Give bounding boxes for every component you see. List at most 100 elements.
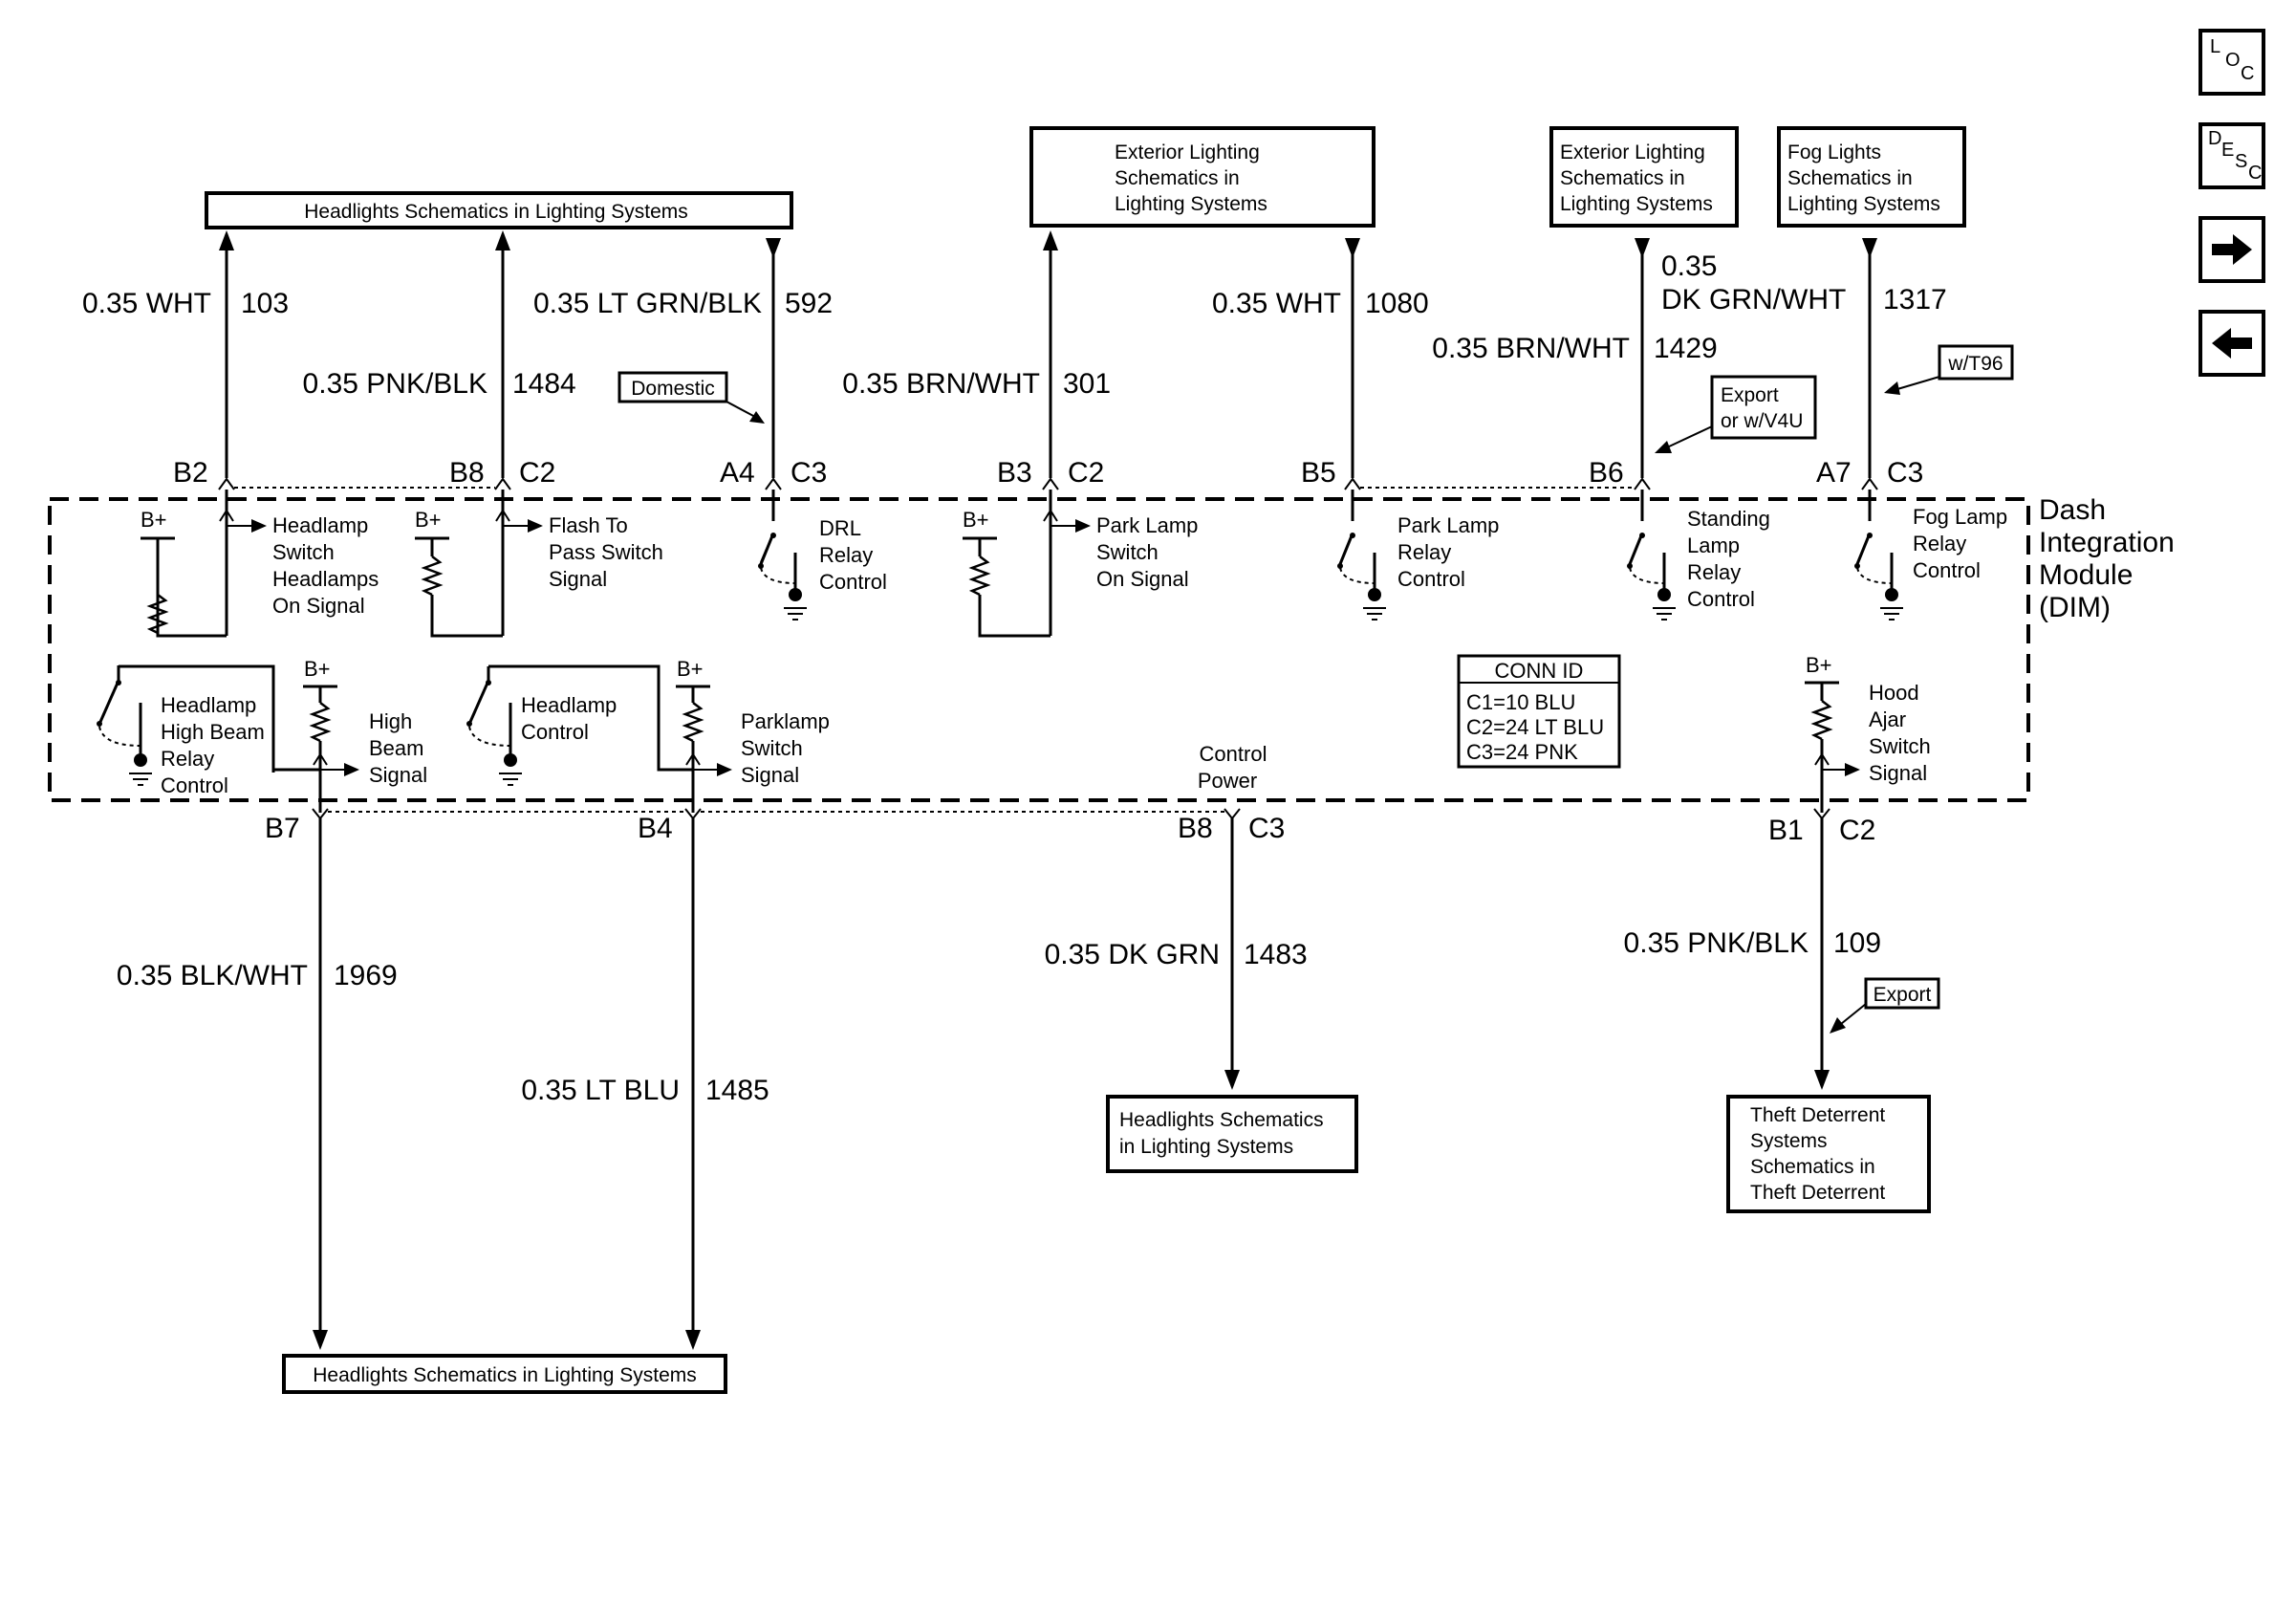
dest-text: Systems <box>1750 1130 1828 1152</box>
pin-a7: A7 <box>1816 457 1852 489</box>
func-text: Lamp <box>1687 533 1740 557</box>
wire-1429-circuit: 1429 <box>1654 333 1718 364</box>
pin-b5: B5 <box>1301 457 1336 489</box>
pin-c2-a: C2 <box>519 457 555 489</box>
dest-text: in Lighting Systems <box>1119 1136 1293 1158</box>
dest-headlights-bottom-mid[interactable]: Headlights Schematics in Lighting System… <box>1106 1095 1358 1173</box>
loc-letter-c: C <box>2241 63 2255 84</box>
dest-text: Exterior Lighting <box>1115 142 1260 163</box>
pin-b1: B1 <box>1768 815 1804 846</box>
next-button[interactable] <box>2199 216 2265 283</box>
loc-button[interactable]: L O C <box>2199 29 2265 96</box>
wire-1317-circuit: 1317 <box>1883 284 1947 316</box>
circuit-drl-relay: DRL Relay Control <box>758 490 887 620</box>
prev-button[interactable] <box>2199 310 2265 377</box>
dest-headlights-bottom-left[interactable]: Headlights Schematics in Lighting System… <box>282 1354 727 1394</box>
arrow-right-icon <box>2202 220 2262 279</box>
pin-c2-c: C2 <box>1839 815 1875 846</box>
func-text: Headlamps <box>272 567 379 591</box>
dest-headlights-top[interactable]: Headlights Schematics in Lighting System… <box>205 191 793 229</box>
pin-b7: B7 <box>265 813 300 844</box>
func-text: Control <box>819 570 887 594</box>
pin-c2-b: C2 <box>1068 457 1104 489</box>
desc-letter-c: C <box>2248 163 2263 184</box>
note-export: Export <box>1830 977 1940 1034</box>
pin-b8-top: B8 <box>449 457 485 489</box>
conn-id-line: C1=10 BLU <box>1466 690 1575 714</box>
dest-text: Lighting Systems <box>1787 193 1940 215</box>
wire-103-color: 0.35 WHT <box>82 288 211 319</box>
func-text: Switch <box>272 540 335 564</box>
func-text: Signal <box>549 567 607 591</box>
b-plus-label: B+ <box>677 657 704 681</box>
dest-text: Schematics in <box>1787 167 1913 189</box>
func-text: Headlamp <box>521 693 617 717</box>
conn-id-table: CONN ID C1=10 BLU C2=24 LT BLU C3=24 PNK <box>1457 654 1621 769</box>
wire-301-color: 0.35 BRN/WHT <box>842 368 1040 400</box>
b-plus-label: B+ <box>141 508 167 532</box>
module-name-line4: (DIM) <box>2039 592 2111 623</box>
func-text: Switch <box>741 736 803 760</box>
circuit-park-lamp-relay: Park Lamp Relay Control <box>1337 490 1499 620</box>
dest-exterior-lighting-2[interactable]: Exterior Lighting Schematics in Lighting… <box>1549 126 1739 228</box>
dest-exterior-lighting-1[interactable]: Exterior Lighting Schematics in Lighting… <box>1029 126 1375 228</box>
wire-1969-color: 0.35 BLK/WHT <box>117 960 308 991</box>
func-text: Parklamp <box>741 709 830 733</box>
circuit-park-lamp-switch: B+ Park Lamp Switch On Signal <box>963 490 1198 638</box>
circuit-fog-lamp-relay: Fog Lamp Relay Control <box>1854 490 2007 620</box>
b-plus-label: B+ <box>963 508 989 532</box>
pin-a4: A4 <box>720 457 755 489</box>
func-text: Power <box>1198 769 1257 793</box>
func-text: Relay <box>1913 532 1966 555</box>
func-text: Beam <box>369 736 423 760</box>
note-export-v4u: Export or w/V4U <box>1655 375 1817 453</box>
conn-id-title: CONN ID <box>1495 659 1584 683</box>
note-domestic: Domestic <box>617 371 765 424</box>
dest-text: Fog Lights <box>1787 142 1881 163</box>
dest-theft-deterrent[interactable]: Theft Deterrent Systems Schematics in Th… <box>1726 1095 1931 1213</box>
dest-text: Schematics in <box>1750 1156 1875 1178</box>
func-text: Control <box>161 773 228 797</box>
pin-b4: B4 <box>638 813 673 844</box>
wire-highbeam-link <box>119 664 275 712</box>
func-text: On Signal <box>1096 567 1189 591</box>
wire-1484-color: 0.35 PNK/BLK <box>303 368 487 400</box>
loc-letter-l: L <box>2210 36 2221 57</box>
func-text: Switch <box>1869 734 1931 758</box>
func-text: Control <box>1687 587 1755 611</box>
wire-592-color: 0.35 LT GRN/BLK <box>533 288 762 319</box>
func-text: Relay <box>1687 560 1741 584</box>
dest-text: Lighting Systems <box>1560 193 1713 215</box>
arrow-left-icon <box>2202 314 2262 373</box>
func-text: Hood <box>1869 681 1919 705</box>
wire-1485-circuit: 1485 <box>705 1075 769 1106</box>
func-text: Control <box>521 720 589 744</box>
circuit-parklamp-switch-signal: B+ Parklamp Switch Signal <box>676 657 830 813</box>
wire-1429-color: 0.35 BRN/WHT <box>1432 333 1630 364</box>
func-text: Headlamp <box>161 693 256 717</box>
dest-text: Theft Deterrent <box>1750 1104 1885 1126</box>
dest-text: Schematics in <box>1560 167 1685 189</box>
pin-c3-b: C3 <box>1887 457 1923 489</box>
pin-b6: B6 <box>1589 457 1624 489</box>
pin-b8-bottom: B8 <box>1178 813 1213 844</box>
func-text: Pass Switch <box>549 540 663 564</box>
note-text: Export <box>1874 984 1932 1006</box>
wire-1969-circuit: 1969 <box>334 960 398 991</box>
circuit-hood-ajar-switch: B+ Hood Ajar Switch Signal <box>1805 653 1931 813</box>
func-text: Ajar <box>1869 708 1906 731</box>
wire-109-color: 0.35 PNK/BLK <box>1624 927 1809 959</box>
func-text: Control <box>1913 558 1981 582</box>
circuit-headlamp-high-beam-relay: Headlamp High Beam Relay Control <box>97 665 275 797</box>
wire-592-circuit: 592 <box>785 288 833 319</box>
note-text: w/T96 <box>1947 353 2003 375</box>
dest-text: Headlights Schematics in Lighting System… <box>313 1364 697 1386</box>
circuit-high-beam-signal: B+ High Beam Signal <box>271 657 427 813</box>
desc-button[interactable]: D E S C <box>2199 122 2265 189</box>
dest-fog-lights[interactable]: Fog Lights Schematics in Lighting System… <box>1777 126 1966 228</box>
wire-1317-gauge: 0.35 <box>1661 250 1717 282</box>
wire-1080-color: 0.35 WHT <box>1212 288 1341 319</box>
module-name-line3: Module <box>2039 559 2133 591</box>
pin-c3-c: C3 <box>1248 813 1285 844</box>
